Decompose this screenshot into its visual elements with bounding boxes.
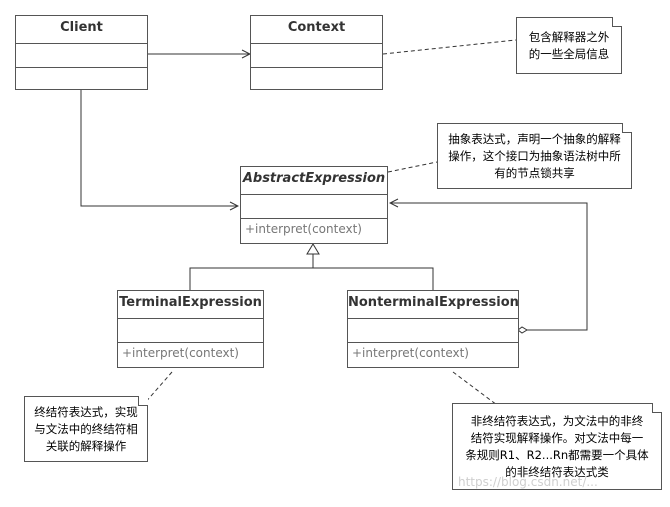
abstract-note-link [387,161,438,173]
nonterminal-expression-operation: +interpret(context) [348,342,518,367]
note-fold-icon [612,17,622,27]
context-class-name: Context [287,20,346,35]
watermark: https://blog.csdn.net/... [458,475,598,489]
terminal-note-link [129,371,173,421]
abstract-expression-class-name: AbstractExpression [242,171,386,186]
abstract-expression-operation: +interpret(context) [241,218,387,243]
client-abstract-association [80,89,238,206]
nonterminal-note-text: 非终结符表达式，为文法中的非终 结符实现解释操作。对文法中每一 条规则R1、R2… [465,413,649,479]
note-fold-icon [652,403,662,413]
aggregation-line [390,203,588,331]
client-class[interactable]: Client [15,15,148,90]
abstract-note: 抽象表达式，声明一个抽象的解释 操作，这个接口为抽象语法树中所 有的节点锁共享 [437,123,632,189]
context-attributes [251,43,382,67]
terminal-expression-class-name: TerminalExpression [119,295,262,310]
terminal-note-text: 终结符表达式，实现 与文法中的终结符相 关联的解释操作 [34,404,138,453]
nonterminal-expression-class[interactable]: NonterminalExpression +interpret(context… [347,290,519,368]
abstract-note-text: 抽象表达式，声明一个抽象的解释 操作，这个接口为抽象语法树中所 有的节点锁共享 [448,131,621,180]
context-note-link [382,39,517,55]
client-attributes [16,43,147,67]
terminal-inheritance-line [189,267,313,290]
nonterminal-expression-attributes [348,318,518,342]
terminal-note: 终结符表达式，实现 与文法中的终结符相 关联的解释操作 [24,396,148,462]
nonterminal-expression-class-name: NonterminalExpression [348,295,519,310]
nonterminal-note-link [452,371,498,406]
note-fold-icon [622,123,632,133]
context-class[interactable]: Context [250,15,383,90]
client-operations [16,67,147,89]
terminal-expression-attributes [118,318,263,342]
inheritance-triangle [306,243,320,255]
terminal-expression-class[interactable]: TerminalExpression +interpret(context) [117,290,264,368]
context-note-text: 包含解释器之外 的一些全局信息 [528,29,610,61]
terminal-expression-operation: +interpret(context) [118,342,263,367]
abstract-expression-class[interactable]: AbstractExpression +interpret(context) [240,166,388,244]
client-class-name: Client [60,20,103,35]
nonterminal-inheritance-line [313,267,434,290]
context-operations [251,67,382,89]
aggregation-diamond [517,326,528,334]
nonterminal-note: 非终结符表达式，为文法中的非终 结符实现解释操作。对文法中每一 条规则R1、R2… [452,403,662,490]
context-note: 包含解释器之外 的一些全局信息 [516,17,622,74]
abstract-expression-attributes [241,194,387,218]
note-fold-icon [138,396,148,406]
